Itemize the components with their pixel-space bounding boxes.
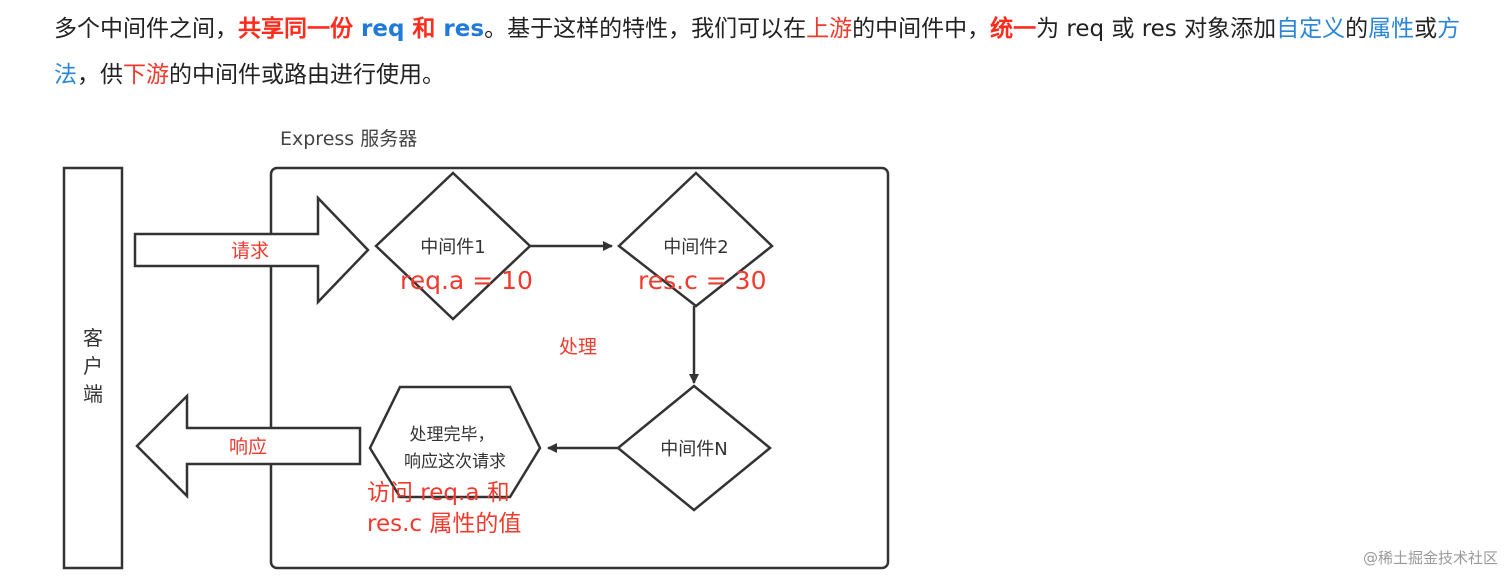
highlight-downstream: 下游	[123, 62, 169, 88]
done-label-line2: 响应这次请求	[404, 452, 506, 472]
server-title: Express 服务器	[280, 128, 417, 150]
client-label-char: 户	[83, 354, 103, 378]
access-note-line1: 访问 req.a 和	[367, 480, 510, 506]
paragraph-text: 的	[1345, 16, 1369, 42]
paragraph-text: 多个中间件之间，	[54, 16, 238, 42]
highlight-custom: 自定义	[1276, 16, 1346, 42]
response-label: 响应	[229, 436, 267, 458]
highlight-res: res	[435, 16, 485, 42]
client-box	[62, 166, 124, 570]
done-node	[368, 385, 542, 499]
done-label-line1: 处理完毕，	[410, 425, 495, 445]
highlight-req: req	[353, 16, 413, 42]
highlight-share: 共享同一份	[238, 16, 353, 42]
paragraph-text: ，供	[77, 62, 123, 88]
response-arrow	[135, 392, 362, 500]
middleware2-label: 中间件2	[663, 237, 728, 258]
paragraph-text: 的中间件中，	[852, 16, 991, 42]
request-arrow	[133, 194, 370, 306]
access-note-line2: res.c 属性的值	[367, 511, 521, 537]
paragraph-text: 的中间件或路由进行使用。	[169, 62, 445, 88]
middlewareN-label: 中间件N	[660, 439, 727, 460]
middleware1-label: 中间件1	[420, 237, 485, 258]
middlewareN-node	[616, 384, 772, 512]
highlight-method: 方法	[54, 16, 1461, 88]
paragraph-text: 为 req 或 res 对象添加	[1036, 16, 1277, 42]
request-label: 请求	[231, 240, 269, 262]
middleware1-node	[374, 171, 532, 321]
paragraph-text: 。基于这样的特性，我们可以在	[484, 16, 807, 42]
paragraph-text: 或	[1414, 16, 1438, 42]
highlight-upstream: 上游	[806, 16, 853, 42]
process-label: 处理	[559, 336, 597, 358]
middleware1-note: req.a = 10	[400, 266, 533, 295]
highlight-property: 属性	[1368, 16, 1415, 42]
middleware2-note: res.c = 30	[638, 266, 766, 295]
client-label-char: 客	[83, 326, 103, 350]
watermark: @稀土掘金技术社区	[1362, 549, 1498, 567]
highlight-and: 和	[412, 16, 436, 42]
middleware2-node	[617, 171, 774, 308]
client-label-char: 端	[83, 382, 103, 406]
highlight-unified: 统一	[990, 16, 1037, 42]
server-box	[269, 166, 890, 570]
intro-paragraph: 多个中间件之间，共享同一份 req 和 res。基于这样的特性，我们可以在上游的…	[54, 6, 1474, 98]
